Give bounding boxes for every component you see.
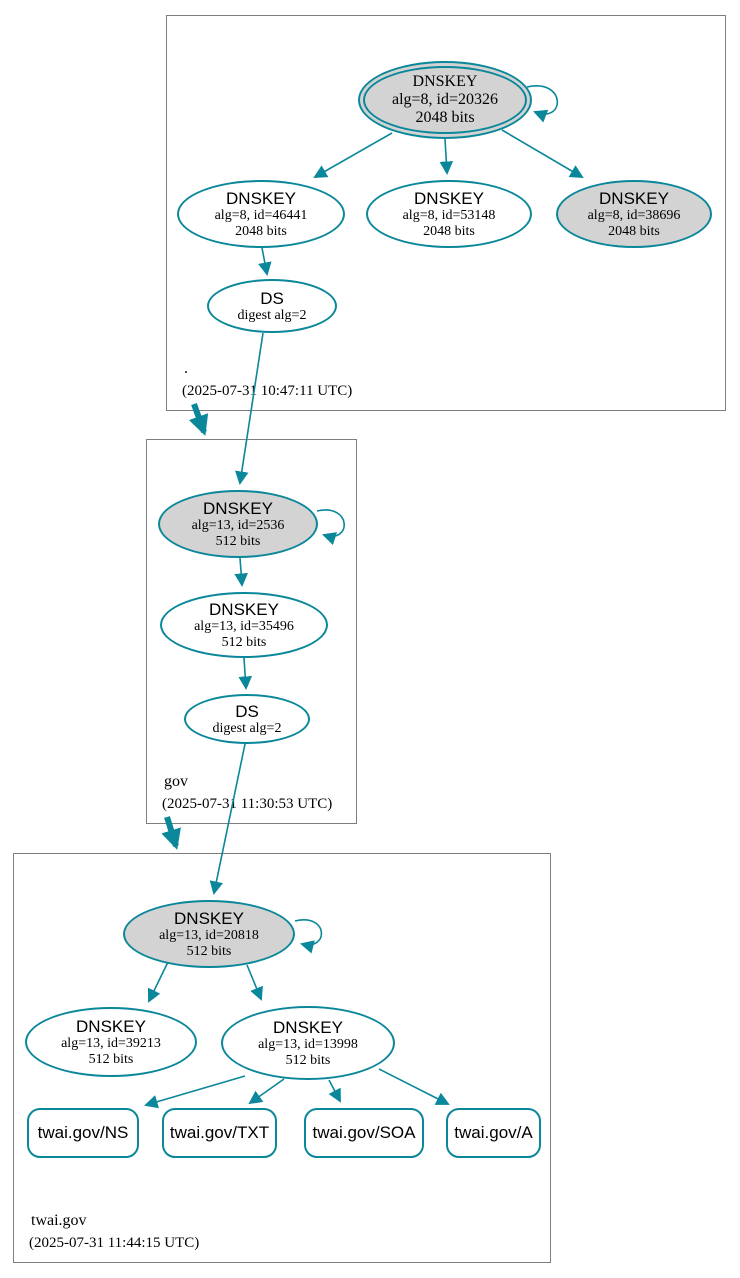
node-title: DS <box>260 288 284 308</box>
node-title: DS <box>235 701 259 721</box>
node-alg-id: alg=13, id=35496 <box>194 618 294 634</box>
node-title: DNSKEY <box>203 498 273 518</box>
node-alg-id: alg=13, id=20818 <box>159 927 259 943</box>
node-title: DNSKEY <box>226 188 296 208</box>
edge-13998-to-txt <box>248 1078 285 1105</box>
zone-box-root: . (2025-07-31 10:47:11 UTC) <box>166 15 726 411</box>
node-title: DNSKEY <box>76 1016 146 1036</box>
node-root-ksk-20326-inner: DNSKEY alg=8, id=20326 2048 bits <box>363 66 527 134</box>
node-bits: 512 bits <box>285 1052 331 1068</box>
node-root-ds: DS digest alg=2 <box>207 279 337 333</box>
node-alg-id: alg=13, id=13998 <box>258 1036 358 1052</box>
zone-name-gov: gov <box>164 773 188 790</box>
edge-root-ksk-to-38696 <box>501 129 584 179</box>
node-title: DNSKEY <box>599 188 669 208</box>
zone-timestamp-gov: (2025-07-31 11:30:53 UTC) <box>162 796 333 812</box>
node-twai-dnskey-39213: DNSKEY alg=13, id=39213 512 bits <box>25 1007 197 1077</box>
node-bits: 2048 bits <box>608 223 660 239</box>
node-bits: 512 bits <box>215 533 261 549</box>
node-digest: digest alg=2 <box>212 720 282 736</box>
edge-root-ksk-to-46441 <box>313 132 393 179</box>
edge-gov-ds-to-twai-ksk <box>209 743 246 895</box>
node-alg-id: alg=8, id=38696 <box>587 207 681 223</box>
edge-root-ds-to-gov-ksk <box>235 332 264 486</box>
node-gov-dnskey-35496: DNSKEY alg=13, id=35496 512 bits <box>160 592 328 658</box>
edge-gov-ksk-selfloop <box>316 509 345 545</box>
edge-gov-ksk-to-35496 <box>234 557 248 588</box>
node-alg-id: alg=13, id=2536 <box>191 517 285 533</box>
node-title: DNSKEY <box>209 599 279 619</box>
node-digest: digest alg=2 <box>237 307 307 323</box>
rrset-twai-gov-soa: twai.gov/SOA <box>304 1108 424 1158</box>
node-alg-id: alg=8, id=20326 <box>391 91 499 108</box>
zone-box-twai-gov: twai.gov (2025-07-31 11:44:15 UTC) <box>13 853 551 1263</box>
zone-name-root: . <box>184 360 188 377</box>
node-twai-ksk-20818: DNSKEY alg=13, id=20818 512 bits <box>123 900 295 968</box>
edge-35496-to-gov-ds <box>238 657 253 691</box>
node-title: DNSKEY <box>414 188 484 208</box>
zone-timestamp-root: (2025-07-31 10:47:11 UTC) <box>182 383 353 399</box>
node-title: DNSKEY <box>174 908 244 928</box>
node-bits: 512 bits <box>221 634 267 650</box>
node-bits: 2048 bits <box>423 223 475 239</box>
rrset-twai-gov-a: twai.gov/A <box>446 1108 541 1158</box>
edge-twai-ksk-selfloop <box>294 919 323 954</box>
node-root-dnskey-38696: DNSKEY alg=8, id=38696 2048 bits <box>556 180 712 248</box>
edge-twai-ksk-to-39213 <box>147 961 169 1003</box>
zone-name-twai-gov: twai.gov <box>31 1212 87 1229</box>
edge-13998-to-soa <box>328 1079 341 1103</box>
node-bits: 512 bits <box>88 1051 134 1067</box>
node-root-ksk-20326: DNSKEY alg=8, id=20326 2048 bits <box>358 61 532 139</box>
node-gov-ds: DS digest alg=2 <box>184 694 310 744</box>
node-root-dnskey-46441: DNSKEY alg=8, id=46441 2048 bits <box>177 180 345 248</box>
edge-root-ksk-to-53148 <box>439 138 454 176</box>
node-alg-id: alg=13, id=39213 <box>61 1035 161 1051</box>
node-root-dnskey-53148: DNSKEY alg=8, id=53148 2048 bits <box>366 180 532 248</box>
edge-13998-to-ns <box>144 1075 246 1109</box>
rrset-twai-gov-ns: twai.gov/NS <box>27 1108 139 1158</box>
edge-delegation-root-to-gov <box>188 402 209 436</box>
node-alg-id: alg=8, id=46441 <box>214 207 308 223</box>
node-bits: 2048 bits <box>235 223 287 239</box>
edge-root-ksk-selfloop <box>526 85 559 123</box>
edge-13998-to-a <box>378 1068 450 1105</box>
edge-46441-to-root-ds <box>258 247 272 277</box>
node-gov-ksk-2536: DNSKEY alg=13, id=2536 512 bits <box>158 490 318 558</box>
zone-box-gov: gov (2025-07-31 11:30:53 UTC) <box>146 439 357 824</box>
node-title: DNSKEY <box>273 1017 343 1037</box>
edge-twai-ksk-to-13998 <box>246 964 263 1001</box>
node-bits: 2048 bits <box>415 109 475 126</box>
zone-timestamp-twai-gov: (2025-07-31 11:44:15 UTC) <box>29 1235 200 1251</box>
rrset-twai-gov-txt: twai.gov/TXT <box>162 1108 277 1158</box>
node-title: DNSKEY <box>412 73 478 90</box>
node-bits: 512 bits <box>186 943 232 959</box>
edge-delegation-gov-to-twai <box>161 816 181 850</box>
node-alg-id: alg=8, id=53148 <box>402 207 496 223</box>
node-twai-dnskey-13998: DNSKEY alg=13, id=13998 512 bits <box>221 1006 395 1080</box>
